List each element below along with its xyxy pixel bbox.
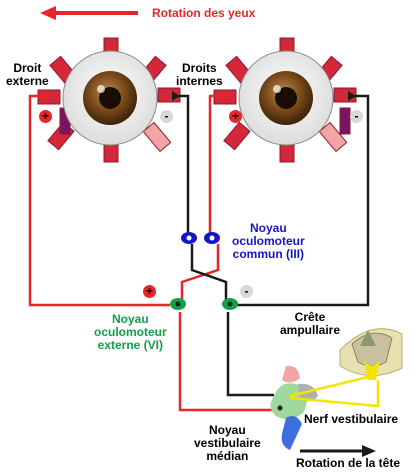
oculomotor-commun-nuclei: [181, 232, 220, 244]
eye-rotation-label: Rotation des yeux: [152, 6, 256, 20]
crista-ampullaris: [339, 328, 403, 380]
left-eye-pupil: [99, 87, 121, 109]
left-eye: [37, 37, 181, 163]
droits-internes-label: Droits internes: [176, 61, 223, 88]
nerf-vestibulaire-label: Nerf vestibulaire: [304, 412, 399, 426]
minus-sign-left-internal: -: [160, 110, 173, 123]
vestibular-nucleus: [270, 365, 318, 450]
head-rotation-label: Rotation de la tête: [296, 456, 401, 470]
noyau-vestibulaire-median-label: Noyau vestibulaire médian: [194, 423, 261, 463]
noyau-oculomoteur-externe-label: Noyau oculomoteur externe (VI): [94, 312, 167, 352]
right-eye: [213, 37, 357, 163]
oculomotor-externe-nuclei: [170, 298, 238, 310]
plus-sign-vi: +: [143, 285, 156, 298]
right-eye-muscles: [213, 37, 357, 163]
head-rotation-arrow: [300, 445, 376, 457]
crete-ampullaire-label: Crête ampullaire: [280, 310, 341, 337]
plus-sign-left-external: +: [39, 110, 52, 123]
minus-sign-vi: -: [240, 285, 253, 298]
noyau-oculomoteur-commun-label: Noyau oculomoteur commun (III): [232, 221, 305, 261]
right-eye-pupil: [275, 87, 297, 109]
vestibular-nerve: [289, 374, 380, 408]
droit-externe-label: Droit externe: [6, 61, 49, 88]
minus-sign-right-external: -: [350, 110, 363, 123]
eye-rotation-arrow: [40, 6, 138, 20]
muscle-arrowheads: [40, 91, 356, 101]
plus-sign-right-internal: +: [229, 110, 242, 123]
